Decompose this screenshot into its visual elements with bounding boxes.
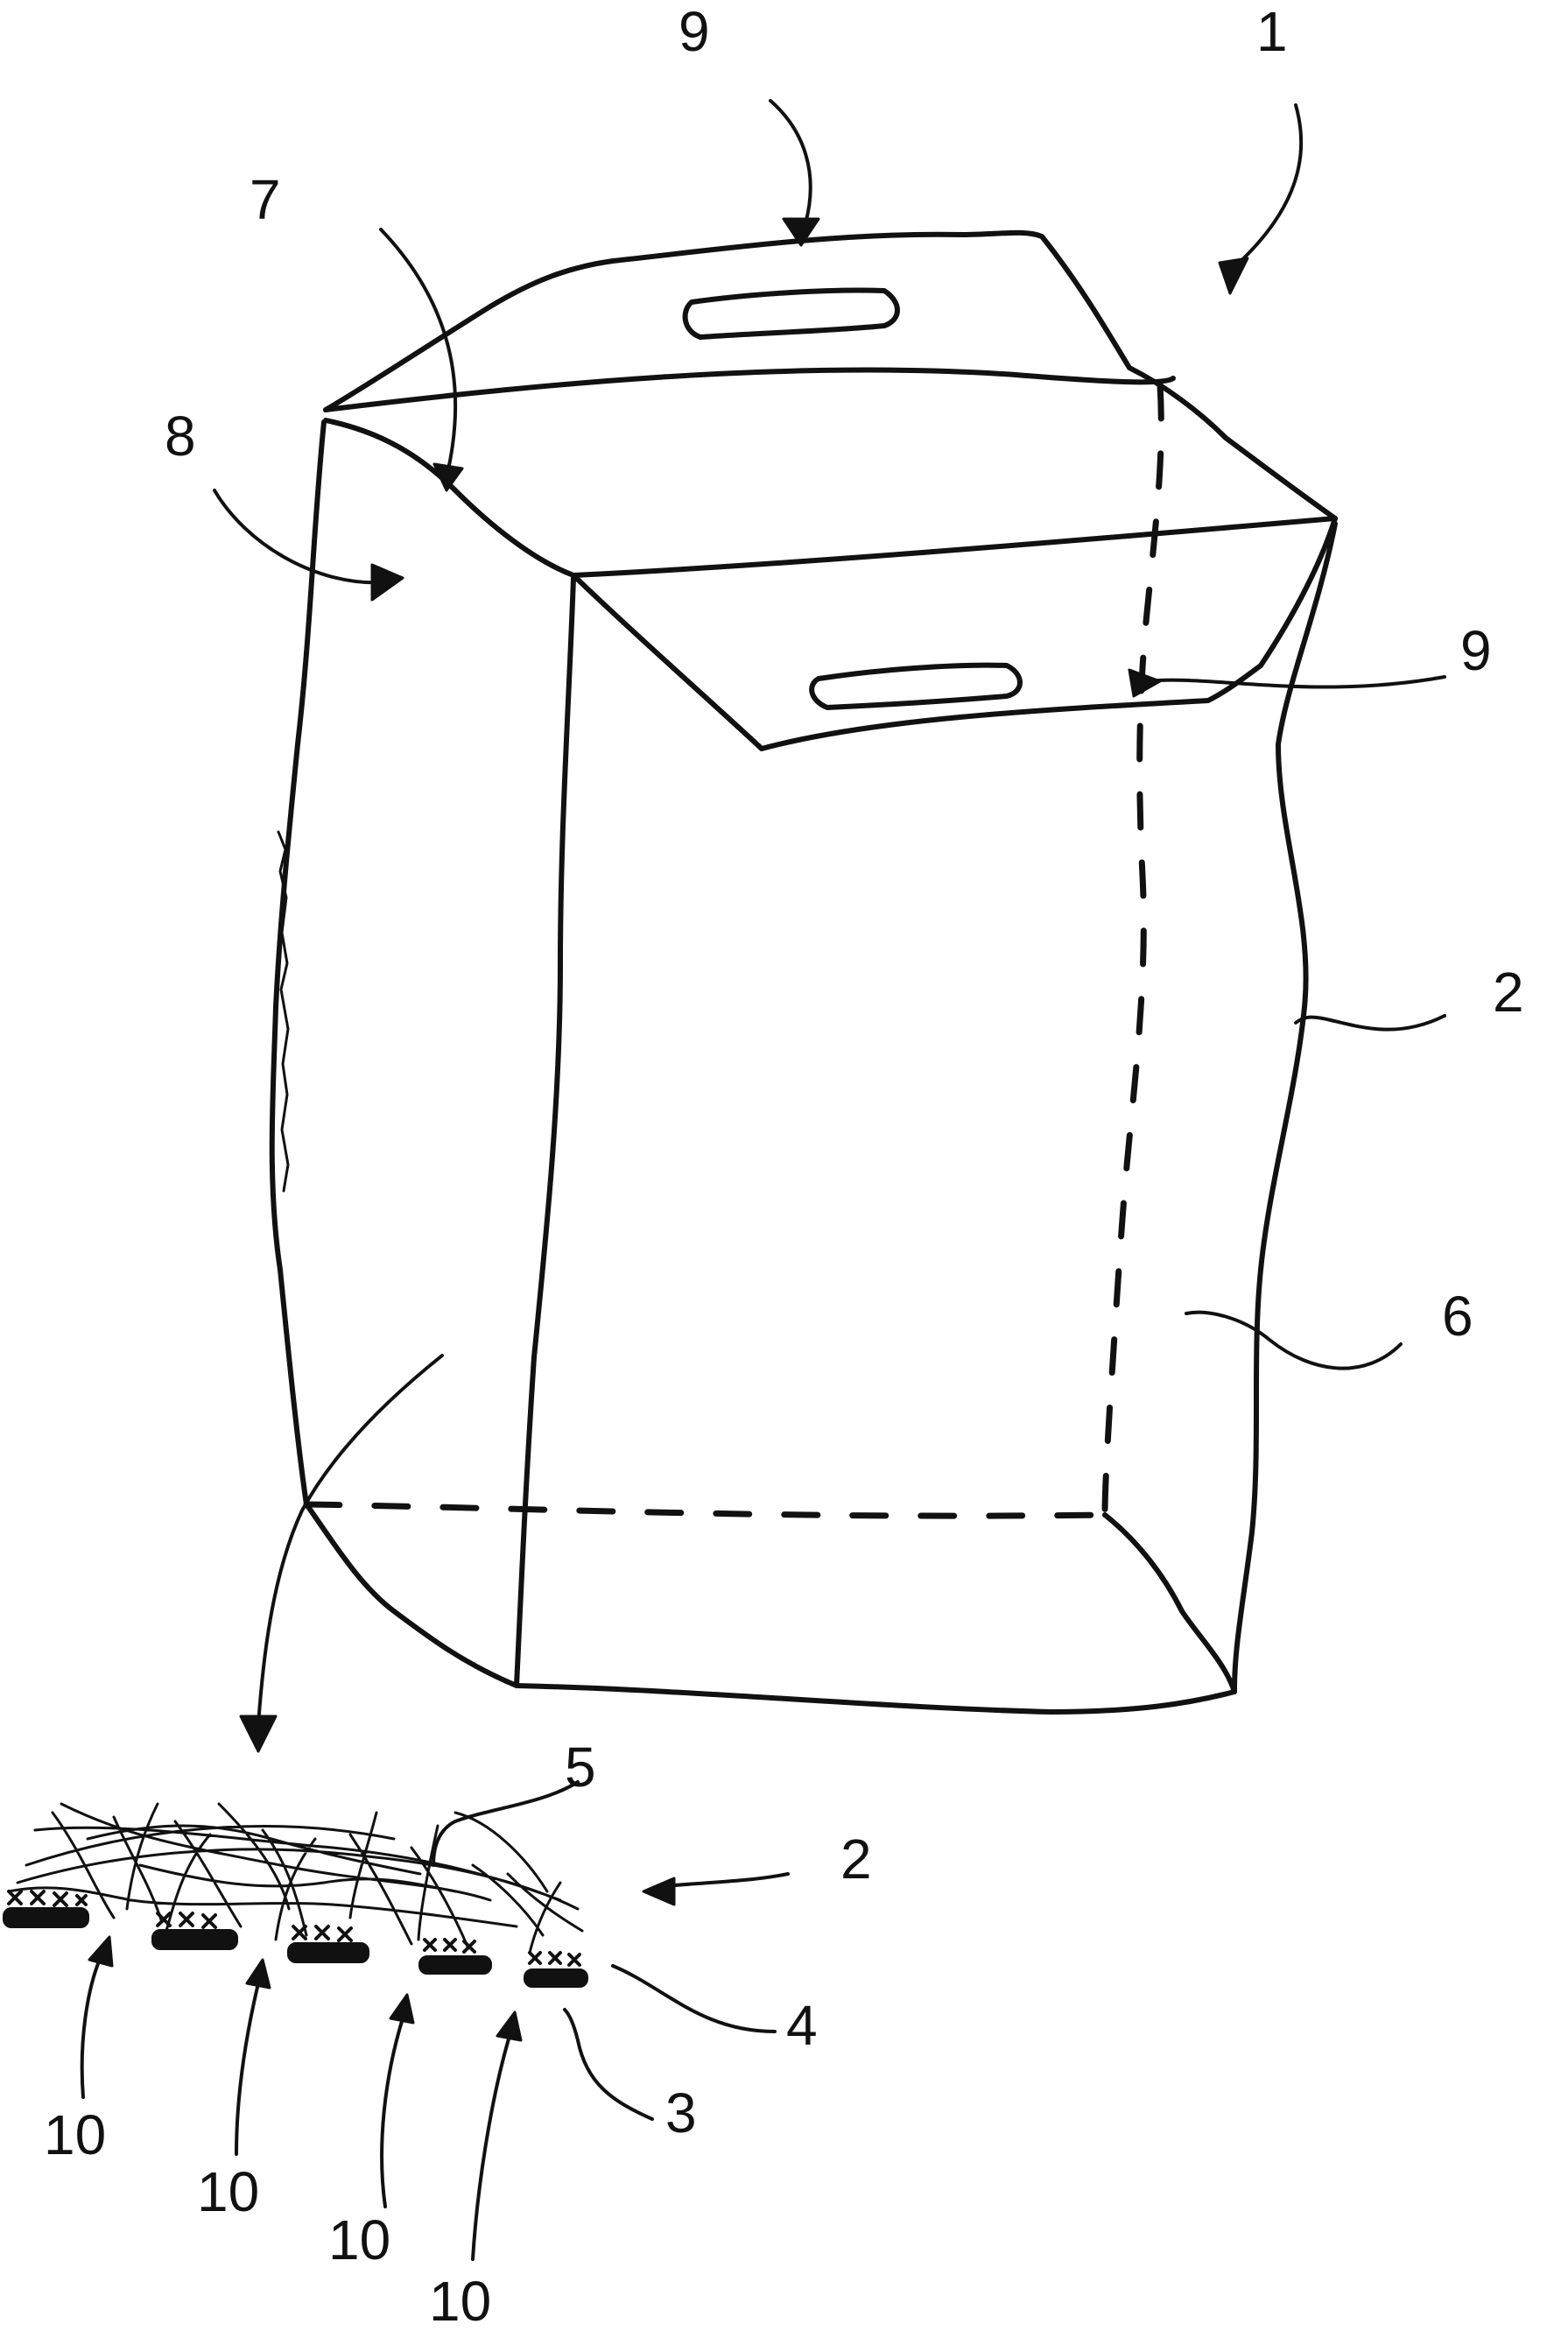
arrowhead-10-c [390, 1995, 413, 2023]
ref-2-side: 2 [1493, 961, 1524, 1024]
arrowhead-10-a [89, 1937, 112, 1966]
front-panel-left-edge [517, 578, 573, 1686]
ref-8: 8 [165, 405, 196, 468]
leader-10-a [82, 1957, 101, 2097]
front-flap-outline [573, 518, 1335, 749]
ref-10-c: 10 [328, 2208, 390, 2271]
leader-2-detail [657, 1874, 788, 1887]
ref-7: 7 [250, 168, 281, 231]
ref-9-top: 9 [679, 0, 710, 63]
leader-6 [1186, 1313, 1401, 1369]
ref-3: 3 [665, 2081, 697, 2144]
leader-4 [613, 1966, 775, 2032]
hidden-edge-vertical [1105, 385, 1161, 1515]
ref-10-b: 10 [197, 2160, 259, 2223]
backing-strip-5 [525, 1970, 587, 1986]
arrowhead-10-d [497, 2012, 521, 2040]
leader-detail [258, 1356, 442, 1725]
ref-2-detail: 2 [840, 1827, 872, 1891]
fold-edge-line [326, 420, 573, 575]
backing-strip-3 [289, 1944, 368, 1961]
ref-5: 5 [565, 1736, 596, 1799]
leader-3 [565, 2010, 652, 2119]
backing-strip-4 [420, 1957, 490, 1973]
ref-10-a: 10 [44, 2103, 106, 2166]
top-flap-outline [326, 233, 1335, 518]
leader-9-top [770, 101, 811, 223]
arrowhead-8 [372, 565, 403, 600]
arrowhead-detail [241, 1716, 276, 1751]
ref-10-d: 10 [429, 2270, 491, 2331]
handle-hole-front [812, 665, 1020, 708]
ref-9-front: 9 [1460, 619, 1492, 682]
bag-drawing [272, 233, 1335, 1712]
side-panel-left-edge [272, 422, 324, 1504]
backing-strip-1 [4, 1909, 88, 1926]
leader-2-side [1296, 1016, 1445, 1030]
leader-8 [214, 490, 385, 582]
leader-5 [433, 1782, 578, 1865]
ref-6: 6 [1442, 1285, 1473, 1348]
bottom-right-corner [1105, 1515, 1234, 1692]
leader-10-b [236, 1983, 258, 2154]
backing-strip-2 [153, 1931, 236, 1948]
bottom-front-edge [517, 1686, 1234, 1712]
ref-4: 4 [786, 1994, 818, 2057]
leader-10-c [382, 2018, 403, 2207]
bottom-left-edge [306, 1504, 517, 1686]
arrowhead-10-b [247, 1960, 270, 1988]
leader-10-d [473, 2036, 510, 2259]
front-panel-right-edge [1234, 524, 1335, 1690]
handle-hole-top [686, 291, 897, 337]
leader-1 [1234, 105, 1301, 267]
arrowhead-2-detail [643, 1878, 674, 1905]
ref-1: 1 [1256, 0, 1288, 63]
hidden-edge-bottom [306, 1504, 1105, 1516]
arrowhead-1 [1220, 258, 1248, 293]
